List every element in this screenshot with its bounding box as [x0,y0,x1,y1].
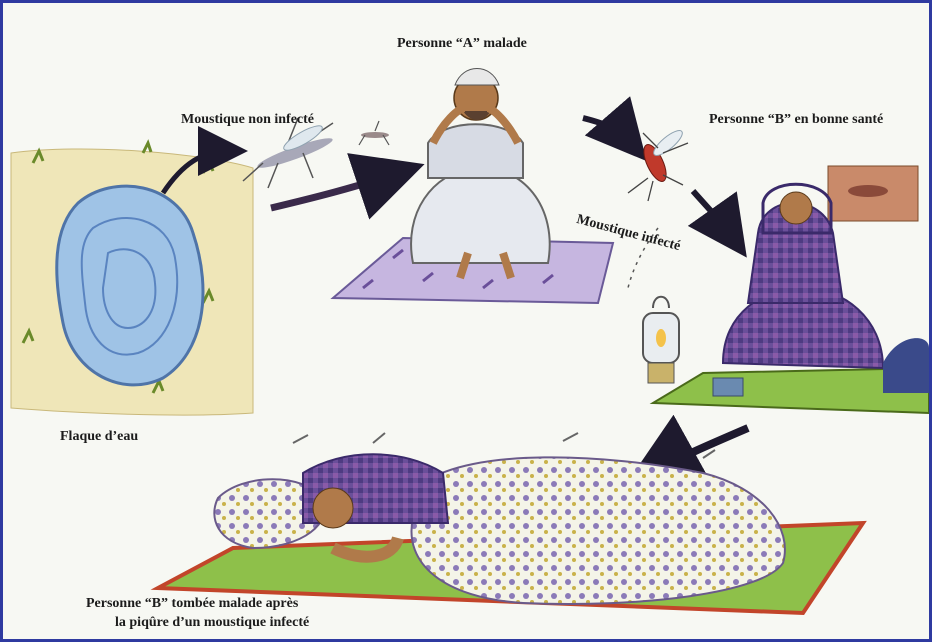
label-mosquito-uninfected: Moustique non infecté [181,111,314,129]
infected-mosquito [628,127,688,201]
uninfected-mosquito [243,118,335,188]
arrow-mosquito-to-person-a [271,173,398,208]
person-b-sick [158,433,863,613]
malaria-cycle-illustration [3,3,929,639]
arrow-mosquito-to-person-b [693,191,733,238]
label-person-a: Personne “A” malade [397,35,527,53]
label-person-b-sick-line1: Personne “B” tombée malade après [86,595,298,613]
person-a-sick [333,69,613,304]
small-mosquito [359,121,389,145]
label-puddle: Flaque d’eau [60,428,138,446]
water-puddle [57,186,203,385]
arrow-person-a-to-infected-mosquito [583,118,631,143]
label-person-b-healthy: Personne “B” en bonne santé [709,111,883,129]
oil-lamp [643,297,679,383]
bite-inset [828,166,918,221]
label-person-b-sick-line2: la piqûre d’un moustique infecté [115,614,309,632]
